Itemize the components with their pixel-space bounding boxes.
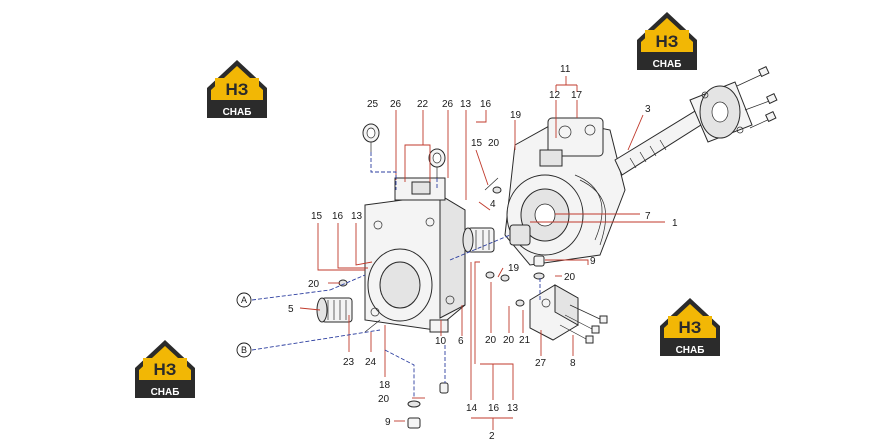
part-label: 15	[311, 211, 323, 222]
part-labels: 25 26 22 26 13 16 15 20 19 11 12 17 3 15…	[288, 64, 678, 442]
part-label: 15	[471, 138, 483, 149]
part-label: 16	[488, 403, 500, 414]
flange-bolts	[736, 66, 778, 129]
eye-bolt-right	[428, 148, 446, 178]
part-label: 20	[485, 335, 497, 346]
drive-shaft	[614, 81, 753, 176]
logo-bottom-left: НЗ СНАБ	[135, 340, 195, 398]
marker-A-label: A	[241, 295, 247, 305]
part-label: 1	[672, 218, 678, 229]
part-label: 27	[535, 358, 547, 369]
plug-bottom	[407, 382, 449, 429]
valve-block	[529, 284, 608, 344]
logo-letters: НЗ	[226, 80, 249, 99]
part-label: 13	[460, 99, 472, 110]
part-label: 10	[435, 336, 447, 347]
logo-letters: НЗ	[154, 360, 177, 379]
center-bearing	[462, 227, 495, 253]
logo-caption: СНАБ	[151, 387, 180, 398]
part-label: 20	[308, 279, 320, 290]
part-label: 26	[390, 99, 402, 110]
part-label: 19	[510, 110, 522, 121]
part-label: 23	[343, 357, 355, 368]
part-label: 8	[570, 358, 576, 369]
part-label: 13	[351, 211, 363, 222]
part-label: 3	[645, 104, 651, 115]
part-label: 20	[564, 272, 576, 283]
marker-B: B	[236, 342, 252, 358]
logo-letters: НЗ	[656, 32, 679, 51]
logo-caption: СНАБ	[676, 345, 705, 356]
part-label: 16	[332, 211, 344, 222]
part-label: 9	[385, 417, 391, 428]
pump-main-body	[504, 117, 626, 266]
part-label: 25	[367, 99, 379, 110]
needle-bearing	[316, 297, 353, 323]
logo-letters: НЗ	[679, 318, 702, 337]
part-label: 2	[489, 431, 495, 442]
part-label: 13	[507, 403, 519, 414]
eye-bolt-left	[362, 123, 380, 152]
plug-upper-right	[533, 255, 545, 280]
part-label: 14	[466, 403, 478, 414]
part-label: 4	[490, 199, 496, 210]
logo-top-left: НЗ СНАБ	[207, 60, 267, 118]
part-label: 7	[645, 211, 651, 222]
logo-caption: СНАБ	[223, 107, 252, 118]
part-label: 20	[488, 138, 500, 149]
marker-A: A	[236, 292, 252, 308]
part-label: 19	[508, 263, 520, 274]
marker-B-label: B	[241, 345, 247, 355]
part-label: 11	[560, 64, 571, 75]
part-label: 22	[417, 99, 429, 110]
part-label: 5	[288, 304, 294, 315]
pump-cover-housing	[364, 177, 466, 333]
part-label: 21	[519, 335, 531, 346]
small-fittings	[338, 177, 525, 333]
part-label: 20	[503, 335, 515, 346]
logo-top-right: НЗ СНАБ	[637, 12, 697, 70]
part-label: 17	[571, 90, 583, 101]
logo-caption: СНАБ	[653, 59, 682, 70]
part-label: 12	[549, 90, 561, 101]
part-label: 26	[442, 99, 454, 110]
part-label: 9	[590, 256, 596, 267]
part-label: 20	[378, 394, 390, 405]
part-label: 6	[458, 336, 464, 347]
part-label: 18	[379, 380, 391, 391]
logo-middle-right: НЗ СНАБ	[660, 298, 720, 356]
part-label: 16	[480, 99, 492, 110]
part-label: 24	[365, 357, 377, 368]
leader-lines	[251, 76, 665, 430]
